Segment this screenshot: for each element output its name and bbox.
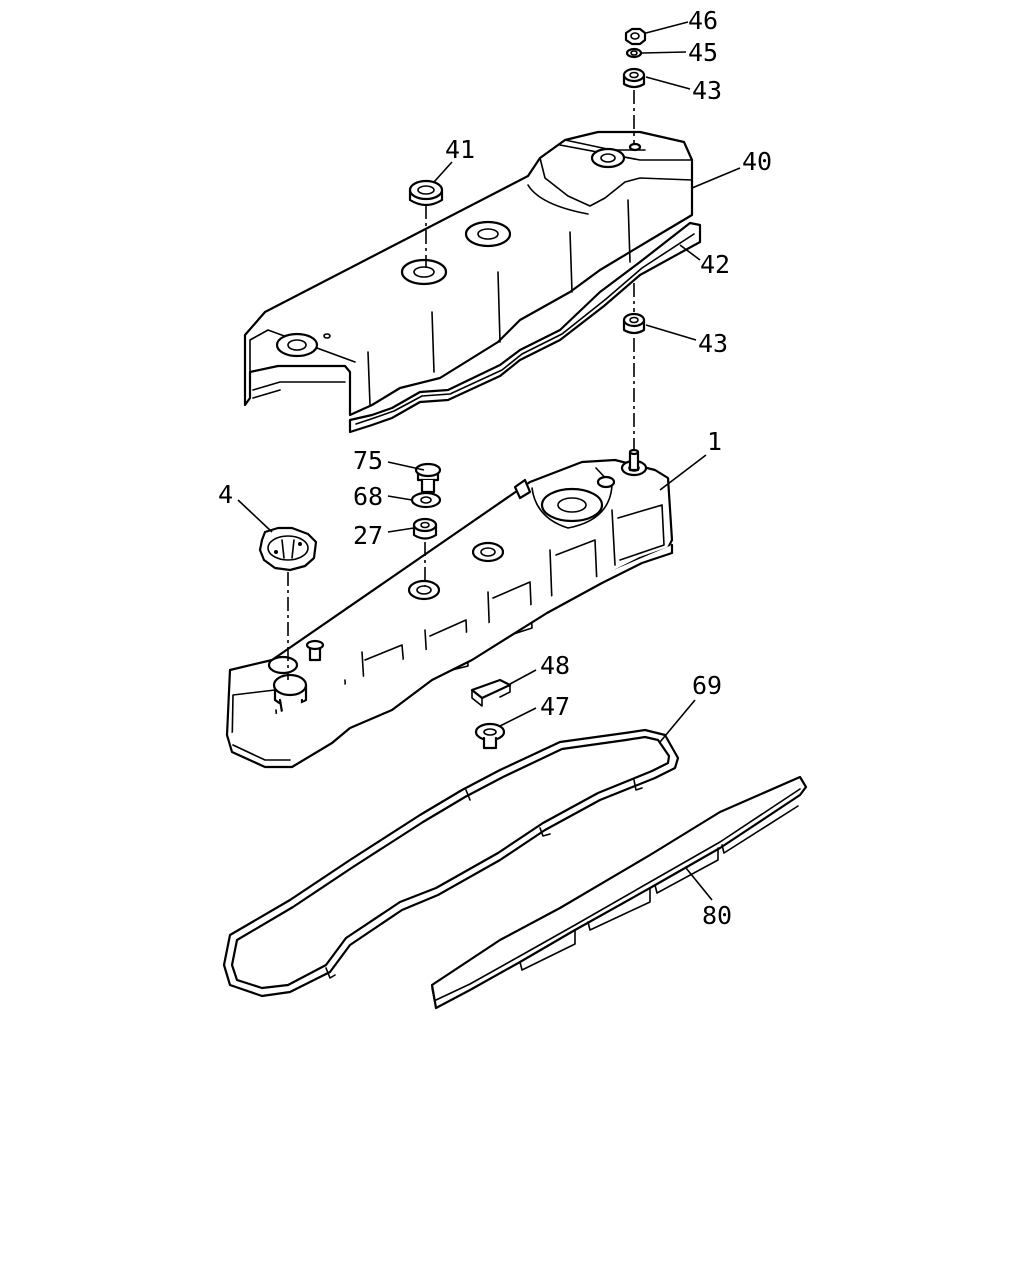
oil-cap-4 [258, 526, 318, 572]
callout-47: 47 [540, 692, 570, 721]
washer-68 [410, 491, 442, 509]
upper-cover [243, 130, 694, 417]
lower-cover [225, 458, 674, 769]
grommet-27 [412, 517, 438, 540]
gasket-69 [222, 728, 680, 998]
callout-42: 42 [700, 250, 730, 279]
callout-68: 68 [353, 482, 383, 511]
leader-lines [237, 21, 741, 901]
callout-4: 4 [218, 480, 233, 509]
upper-cover-gasket [348, 221, 702, 434]
callout-43-mid: 43 [698, 329, 728, 358]
grommet-43-mid [622, 312, 646, 335]
callout-80: 80 [702, 901, 732, 930]
callout-75: 75 [353, 446, 383, 475]
callout-43-top: 43 [692, 76, 722, 105]
washer-45 [625, 47, 643, 59]
bracket-48 [470, 678, 512, 707]
plug-47 [474, 722, 506, 750]
callout-45: 45 [688, 38, 718, 67]
nut-46 [624, 27, 647, 46]
callout-labels: 46 45 43 41 40 42 43 1 75 68 27 4 48 47 … [218, 6, 772, 930]
bolt-75 [414, 462, 442, 494]
assembly-axes [287, 90, 635, 680]
callout-40: 40 [742, 147, 772, 176]
baffle-80 [430, 775, 808, 1010]
callout-46: 46 [688, 6, 718, 35]
stud [628, 448, 640, 472]
callout-69: 69 [692, 671, 722, 700]
grommet-43-top [622, 67, 646, 89]
callout-41: 41 [445, 135, 475, 164]
callout-48: 48 [540, 651, 570, 680]
callout-1: 1 [707, 427, 722, 456]
grommet-41 [408, 179, 444, 207]
callout-27: 27 [353, 521, 383, 550]
